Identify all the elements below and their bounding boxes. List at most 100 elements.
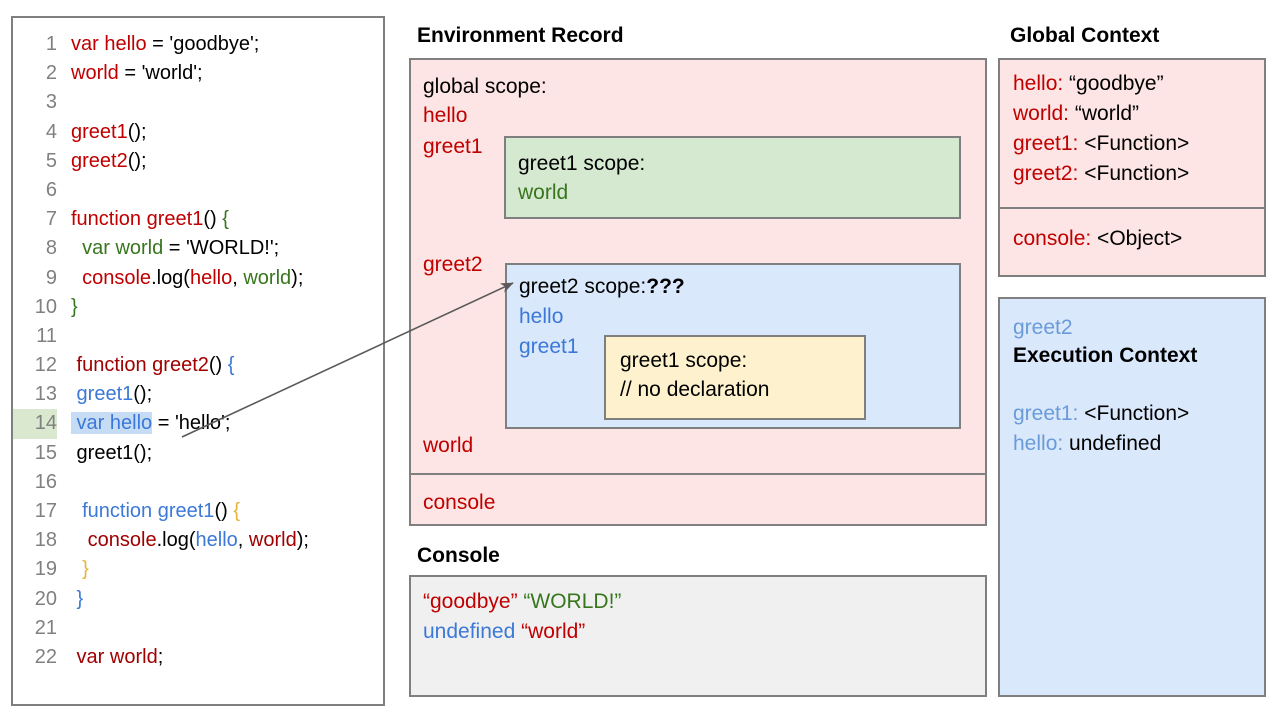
nested-greet1-scope-comment: // no declaration	[620, 378, 770, 401]
entry-key: greet1:	[1013, 132, 1079, 155]
environment-record-divider	[411, 473, 985, 475]
code-line: 11	[13, 322, 383, 351]
code-line: 20 }	[13, 585, 383, 614]
code-line-number: 11	[36, 324, 57, 347]
global-scope-label: global scope:	[423, 75, 547, 98]
code-token: console	[71, 266, 152, 289]
code-line: 12 function greet2() {	[13, 351, 383, 380]
execution-context-entry: greet1: <Function>	[1013, 402, 1189, 426]
code-line-number: 12	[34, 354, 57, 377]
code-token: ()	[214, 500, 234, 522]
entry-key: greet1:	[1013, 402, 1079, 425]
console-token: “WORLD!”	[523, 590, 622, 613]
code-line-number: 4	[45, 120, 57, 143]
code-token: {	[233, 500, 241, 522]
code-line: 17 function greet1() {	[13, 497, 383, 526]
code-line-number: 10	[34, 295, 57, 318]
entry-value: <Function>	[1078, 402, 1190, 425]
console-token: “world”	[521, 620, 586, 643]
code-line-number: 18	[34, 529, 57, 552]
code-token: function greet1	[71, 500, 215, 522]
console-output-line: “goodbye” “WORLD!”	[423, 590, 621, 614]
execution-context-entry: hello: undefined	[1013, 432, 1161, 456]
code-line-number: 1	[45, 33, 57, 55]
code-token: {	[222, 208, 229, 231]
code-line-number: 2	[45, 62, 57, 85]
code-token: ();	[127, 120, 147, 143]
er-binding-greet1: greet1	[423, 135, 483, 158]
environment-record-title: Environment Record	[417, 24, 624, 47]
code-line-number: 19	[34, 558, 57, 581]
greet1-scope-var-world: world	[518, 181, 569, 204]
code-line: 6	[13, 176, 383, 205]
code-line: 21	[13, 614, 383, 643]
code-token: ()	[208, 354, 228, 377]
code-token: function greet1	[71, 208, 204, 231]
code-line-number: 17	[34, 500, 57, 522]
entry-value: “goodbye”	[1063, 72, 1164, 95]
console-output-line: undefined “world”	[423, 620, 585, 644]
code-selection-highlight: var hello	[71, 412, 153, 435]
code-line-text: }	[57, 293, 78, 322]
er-binding-greet2: greet2	[423, 253, 483, 276]
code-line-text: function greet1() {	[57, 497, 240, 526]
code-line-number: 5	[45, 149, 57, 172]
nested-greet1-scope-box: greet1 scope: // no declaration	[604, 335, 866, 420]
greet1-scope-box: greet1 scope: world	[504, 136, 961, 219]
nested-greet1-scope-label: greet1 scope:	[620, 349, 748, 372]
code-token: .log(	[151, 266, 190, 289]
code-line-text: greet1();	[57, 118, 147, 147]
global-context-divider	[1000, 207, 1264, 209]
code-token: console	[71, 529, 157, 552]
code-line: 19 }	[13, 555, 383, 584]
entry-value: <Function>	[1078, 162, 1190, 185]
code-line-number: 6	[45, 178, 57, 201]
greet2-scope-label-text: greet2 scope:	[519, 275, 647, 298]
greet2-scope-box: greet2 scope:??? hello greet1 greet1 sco…	[505, 263, 961, 429]
environment-record-box: global scope: hello greet1 greet2 world …	[409, 58, 987, 526]
entry-key: hello:	[1013, 72, 1064, 95]
code-token-selected: var hello	[71, 412, 153, 435]
code-line-number: 15	[34, 441, 57, 464]
entry-key: greet2:	[1013, 162, 1079, 185]
code-token: var world	[71, 237, 164, 260]
console-token: “goodbye”	[423, 590, 518, 613]
global-context-console-entry: console: <Object>	[1013, 227, 1182, 251]
code-token: world	[248, 529, 297, 552]
execution-context-name-text: greet2	[1013, 316, 1073, 339]
console-box: “goodbye” “WORLD!” undefined “world”	[409, 575, 987, 697]
code-line-number: 22	[34, 645, 57, 668]
code-token: = 'hello';	[152, 412, 231, 435]
entry-value: <Object>	[1091, 227, 1183, 250]
execution-context-heading: Execution Context	[1013, 344, 1197, 368]
code-line-number: 13	[34, 383, 57, 406]
code-line: 16	[13, 468, 383, 497]
code-line-text: var world;	[57, 643, 164, 672]
execution-context-heading-text: Execution Context	[1013, 344, 1198, 367]
code-line: 15 greet1();	[13, 439, 383, 468]
global-context-entry: greet2: <Function>	[1013, 162, 1189, 186]
code-line: 22 var world;	[13, 643, 383, 672]
code-line-number: 7	[45, 208, 57, 231]
code-line-text: greet1();	[57, 439, 153, 468]
code-token: }	[71, 558, 89, 581]
code-line: 10}	[13, 293, 383, 322]
code-token: }	[71, 295, 78, 318]
code-token: );	[291, 266, 304, 289]
code-line-text: greet2();	[57, 147, 147, 176]
execution-context-box: greet2 Execution Context greet1: <Functi…	[998, 297, 1266, 697]
code-line-text: function greet1() {	[57, 205, 229, 234]
code-line-number: 20	[34, 587, 57, 610]
code-line: 13 greet1();	[13, 380, 383, 409]
code-token: ();	[133, 383, 153, 406]
greet2-scope-var-hello: hello	[519, 305, 564, 328]
code-line: 9 console.log(hello, world);	[13, 264, 383, 293]
code-line: 8 var world = 'WORLD!';	[13, 234, 383, 263]
code-token: greet1();	[71, 441, 153, 464]
code-token: = 'goodbye';	[146, 33, 260, 55]
